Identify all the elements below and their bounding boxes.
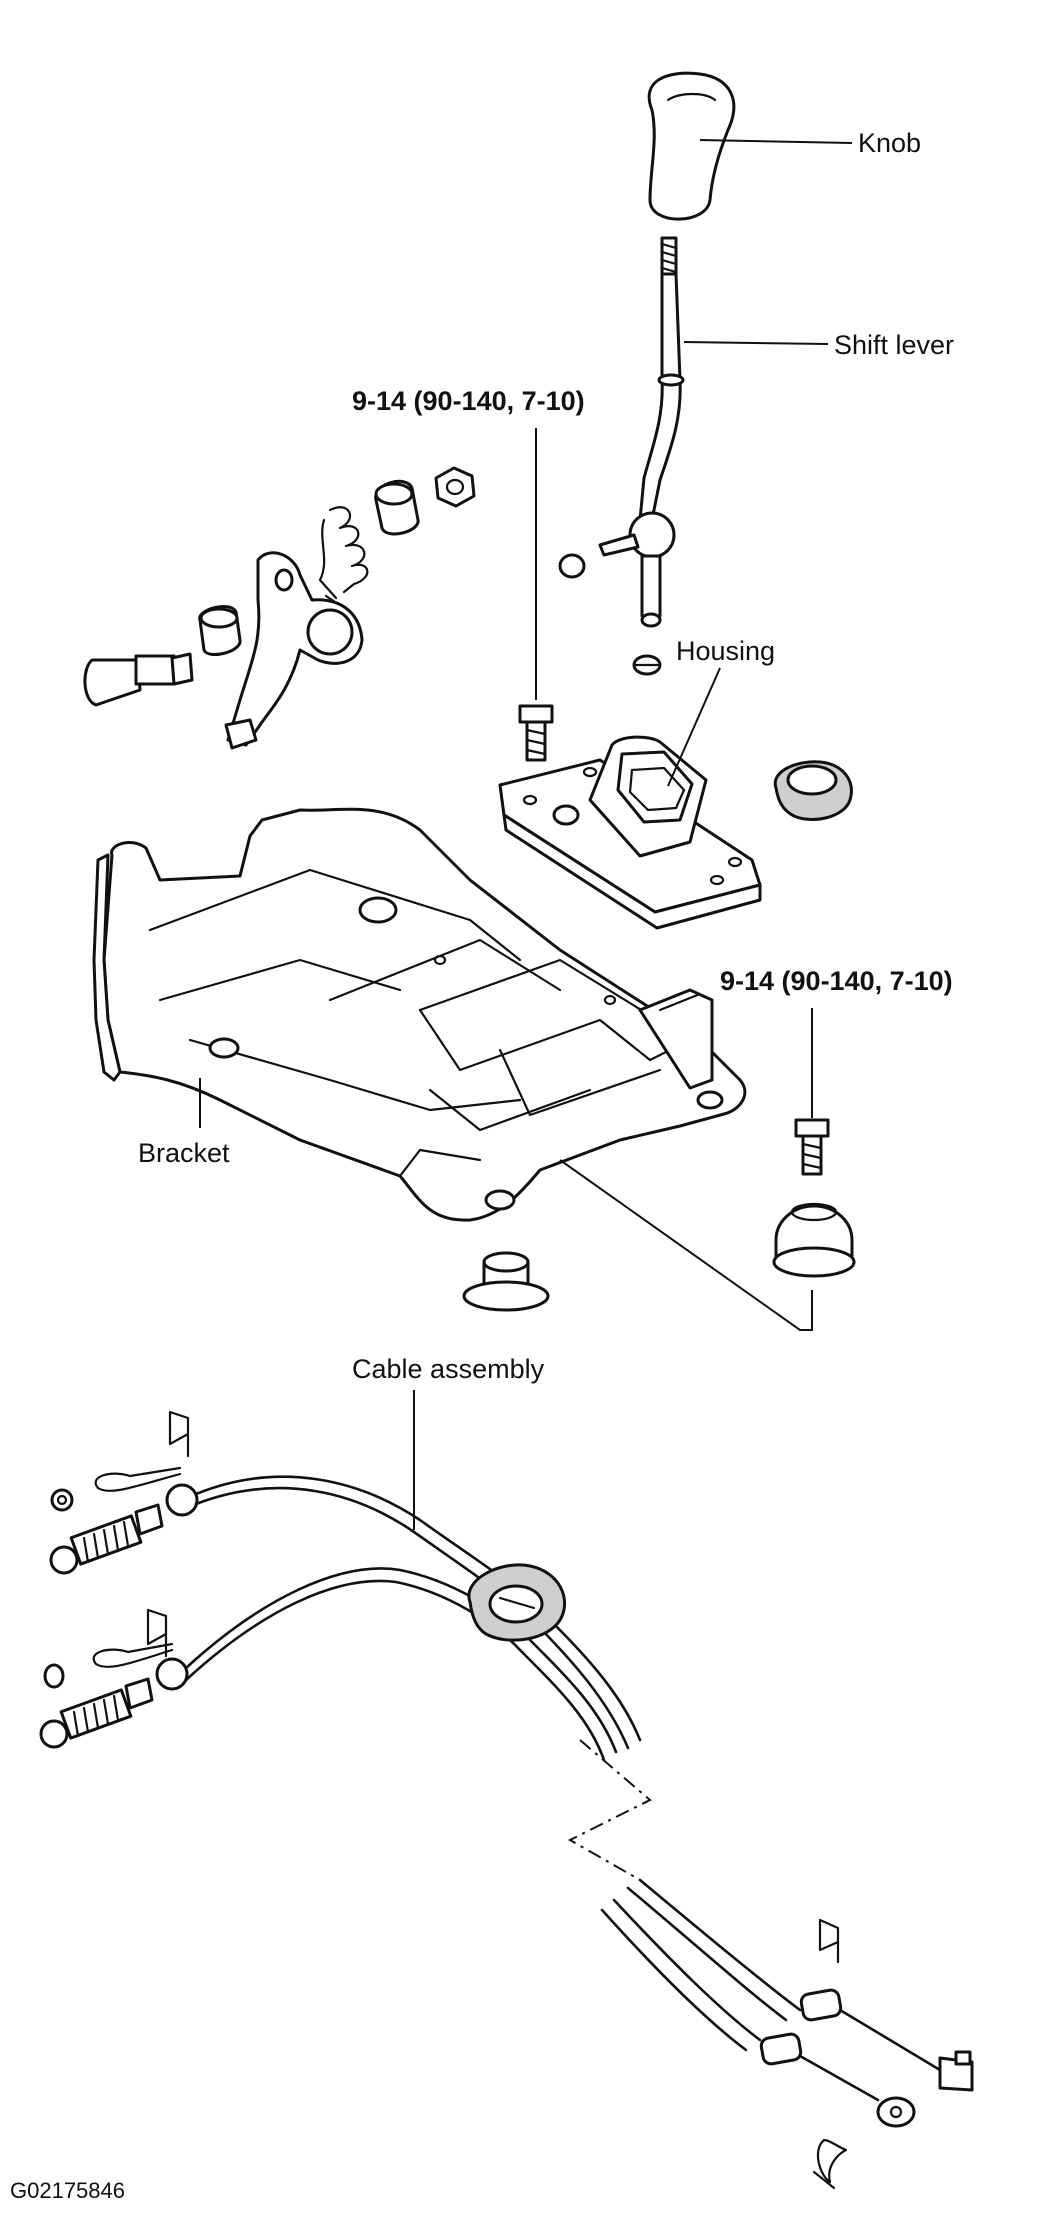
- bracket-label: Bracket: [138, 1138, 230, 1168]
- figure-code-label: G02175846: [10, 2178, 125, 2203]
- cable-washer-upper: [50, 1488, 74, 1512]
- knob-part: [647, 71, 736, 221]
- cable-far-end-lower: [759, 2032, 916, 2128]
- select-lever-pin: [83, 652, 194, 707]
- lever-bushing-bottom: [632, 654, 662, 676]
- torque-spec-top-label: 9-14 (90-140, 7-10): [352, 386, 585, 416]
- cable-far-clip: [818, 1918, 840, 1964]
- cable-grommet: [467, 1563, 566, 1642]
- bracket-bushing-left: [462, 1251, 550, 1312]
- bushing-bracket-indicator: [559, 1159, 813, 1331]
- cable-upper-far-inner: [626, 1886, 788, 2022]
- shift-lever-leader-line: [683, 341, 829, 345]
- cable-far-end-upper: [799, 1988, 974, 2092]
- housing-boot-grommet: [773, 760, 853, 821]
- select-lever-bushing: [198, 605, 242, 656]
- cable-retaining-pin-upper: [94, 1466, 182, 1492]
- cable-lower-far-inner: [600, 1908, 748, 2052]
- cable-lower: [184, 1567, 618, 1754]
- linkage-nut: [434, 466, 476, 508]
- cable-clip-upper: [168, 1410, 190, 1458]
- cable-far-pin: [812, 2138, 848, 2190]
- cable-washer-lower: [43, 1663, 65, 1689]
- cable-lower-inner: [184, 1579, 606, 1762]
- cable-end-upper: [49, 1483, 199, 1575]
- bracket-bushing-right: [772, 1202, 856, 1278]
- cable-break-line: [567, 1739, 652, 1881]
- knob-label: Knob: [858, 128, 921, 158]
- select-lever-linkage: [224, 551, 364, 750]
- lever-bushing-left: [558, 553, 586, 579]
- shift-housing-part: [498, 735, 762, 930]
- linkage-bushing-mid: [374, 479, 420, 536]
- return-spring: [318, 506, 369, 606]
- cable-upper-inner: [194, 1486, 630, 1750]
- cable-clip-lower: [146, 1608, 168, 1658]
- cable-retaining-pin-lower: [92, 1642, 174, 1668]
- cable-upper: [194, 1475, 642, 1742]
- cable-end-lower: [39, 1657, 189, 1749]
- housing-label: Housing: [676, 636, 775, 666]
- cable-upper-far: [638, 1878, 802, 2012]
- bracket-bolt: [794, 1118, 830, 1176]
- housing-leader-line: [667, 667, 721, 787]
- knob-leader-line: [699, 139, 853, 144]
- shift-lever-label: Shift lever: [834, 330, 954, 360]
- shift-lever-part: [598, 236, 685, 628]
- cable-lower-far: [612, 1898, 762, 2042]
- housing-bolt: [518, 704, 554, 762]
- torque-spec-right-label: 9-14 (90-140, 7-10): [720, 966, 953, 996]
- bracket-part: [92, 807, 747, 1222]
- cable-assembly-label: Cable assembly: [352, 1354, 545, 1384]
